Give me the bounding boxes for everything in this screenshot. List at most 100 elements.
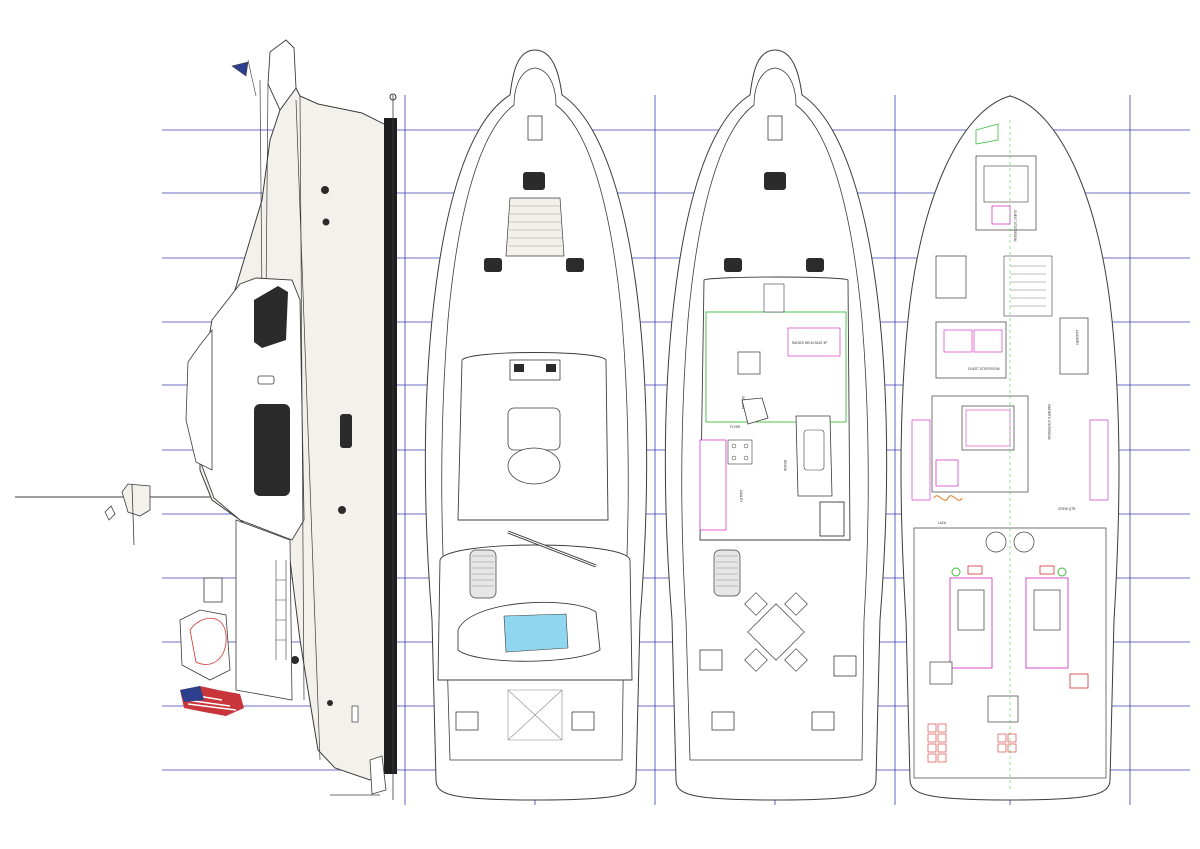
magenta-closet (991, 205, 1011, 225)
deck-hatch (806, 258, 824, 272)
cockpit-structure (235, 519, 293, 701)
forward-window (254, 286, 288, 348)
stair-treads (1010, 265, 1046, 307)
outrigger-clip (104, 505, 116, 521)
engine-dial (985, 531, 1007, 553)
bow-locker (975, 123, 999, 145)
hatch-grating (472, 555, 494, 587)
bow-rail (259, 79, 269, 301)
stern-ladder (275, 560, 287, 660)
head-compartment (935, 255, 967, 299)
rudder (369, 755, 387, 795)
burner (743, 455, 749, 461)
keel-bottom-edge (384, 118, 397, 774)
laundry (1059, 317, 1089, 375)
engine-starboard-block (1033, 589, 1061, 631)
crew-quarters (929, 661, 953, 685)
lazarette-label: LAZA (938, 521, 947, 525)
orange-coil (933, 495, 963, 501)
burner (731, 455, 737, 461)
bow-hatch (764, 172, 786, 190)
engine-hatch-x (507, 689, 563, 741)
davit-crane-arm-inner (507, 531, 597, 567)
burner (731, 443, 737, 449)
helm-chair (741, 397, 769, 425)
main-deck-plan-view: RAISED HELM SEAT 3P SALOON FLYBR. GALLEY… (664, 49, 888, 801)
flybridge-table (507, 447, 561, 485)
generator (987, 695, 1019, 723)
tender-profile (189, 617, 227, 665)
round-port (321, 186, 329, 194)
bow-hatch (523, 172, 545, 190)
burgee-staff (247, 59, 257, 97)
dining-label: DINING (783, 460, 787, 472)
aft-hatch (811, 711, 835, 731)
foredeck-pad-hatching (508, 205, 562, 247)
round-port (327, 700, 333, 706)
crew-label: CREW QTR. (1058, 507, 1076, 511)
helm-display (514, 364, 524, 372)
bow-berth (983, 165, 1029, 203)
profile-view (15, 39, 397, 800)
aft-hatch (711, 711, 735, 731)
cockpit-hatch (713, 549, 741, 597)
anchor-locker (527, 115, 543, 141)
galley-label: GALLEY (739, 490, 743, 503)
cockpit-hatch-grating (716, 555, 738, 587)
green-equipment (1057, 567, 1067, 577)
dining-table (803, 429, 825, 471)
red-equipment (967, 565, 983, 575)
round-port (338, 506, 346, 514)
deck-hatch (566, 258, 584, 272)
side-window (254, 404, 290, 496)
hull-portlight (340, 414, 352, 448)
rub-rail (295, 99, 321, 761)
deck-line-flybridge (441, 67, 629, 761)
helm-display (546, 364, 556, 372)
saloon-sofa (737, 351, 761, 375)
flybr-label: FLYBR. (730, 425, 741, 429)
deck-hatch (484, 258, 502, 272)
fridge (819, 501, 845, 537)
foredeck-pad (505, 197, 565, 257)
engine-starboard (1025, 577, 1069, 669)
aft-box (203, 577, 223, 603)
guest-stateroom-label: GUEST STATEROOM (968, 367, 1000, 371)
portlight-small (257, 375, 275, 385)
owners-stateroom-label: OWNER'S STATEROOM (1047, 404, 1051, 440)
flybridge-top (185, 328, 213, 471)
lower-deck-plan-view: GUEST STATEROOM LAUNDRY GUEST STATEROOM … (900, 95, 1120, 801)
stair-well (1003, 255, 1053, 317)
owners-closet (935, 459, 959, 487)
cockpit-box (833, 655, 857, 677)
stairs (763, 283, 785, 313)
sheer-line (299, 95, 305, 701)
radar-arch (121, 483, 151, 517)
aft-hatch (455, 711, 479, 731)
tender-cockpit (503, 613, 569, 653)
guest-berth (973, 329, 1003, 353)
engine-port-block (957, 589, 985, 631)
burner (743, 443, 749, 449)
davit (179, 609, 231, 681)
round-port (322, 218, 330, 226)
green-equipment (951, 567, 961, 577)
galley-stove (727, 439, 753, 465)
galley-counter (699, 439, 727, 531)
round-port (291, 656, 299, 664)
laundry-label: LAUNDRY (1075, 330, 1079, 346)
helm-seat (507, 407, 561, 451)
mast (131, 483, 135, 546)
anchor-locker (767, 115, 783, 141)
deck-hatch (724, 258, 742, 272)
engine-dial (1013, 531, 1035, 553)
owners-berth (961, 405, 1015, 451)
raised-helm-seat (787, 327, 841, 357)
cockpit-table-chairs (744, 592, 808, 672)
deck-line-main (681, 67, 869, 761)
red-equipment (1069, 673, 1089, 689)
hull-vent (351, 705, 359, 723)
engine-port (949, 577, 993, 669)
red-equipment (1039, 565, 1055, 575)
